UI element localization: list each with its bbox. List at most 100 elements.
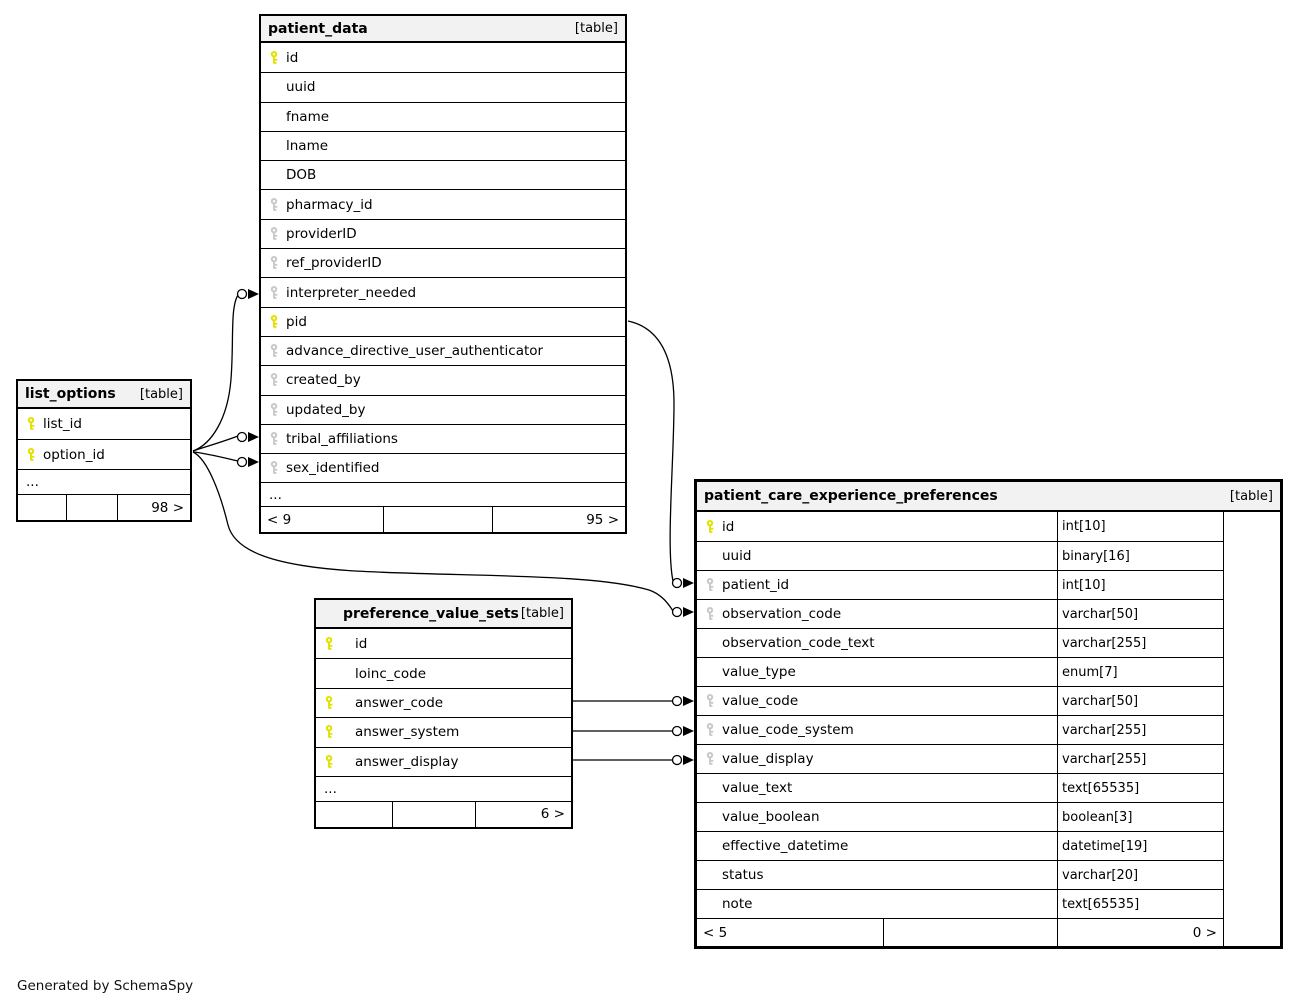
zero-or-one-circle [236, 288, 248, 300]
no-key-spacer [705, 839, 716, 853]
column-name: answer_display [355, 753, 459, 770]
column-row-providerID: providerID [261, 218, 625, 248]
column-type: enum[7] [1057, 658, 1223, 686]
column-row-option_id: option_id [18, 439, 190, 469]
column-name: sex_identified [286, 460, 380, 477]
zero-or-one-circle [236, 456, 248, 468]
foreign-key-icon [705, 723, 716, 737]
column-name: id [286, 49, 299, 66]
arrowhead [248, 457, 259, 467]
column-row-id: id [261, 43, 625, 72]
column-row-ref_providerID: ref_providerID [261, 248, 625, 277]
table-type-tag: [table] [139, 386, 183, 402]
column-name: value_type [722, 664, 796, 680]
footer-left-count: < 5 [703, 924, 728, 941]
column-row-list_id: list_id [18, 409, 190, 439]
table-patient_care_experience_preferences: patient_care_experience_preferences[tabl… [694, 479, 1283, 949]
column-row-answer_display: answer_display [316, 746, 571, 776]
column-name: value_text [722, 780, 793, 796]
column-name: effective_datetime [722, 838, 849, 854]
table-title: preference_value_sets [343, 605, 519, 622]
column-name: tribal_affiliations [286, 431, 398, 447]
column-type: boolean[3] [1057, 803, 1223, 831]
column-row-interpreter_needed: interpreter_needed [261, 277, 625, 306]
footer-middle-cell [392, 801, 475, 827]
table-type-tag: [table] [520, 606, 564, 621]
zero-or-one-circle [671, 754, 683, 766]
column-type: varchar[20] [1057, 861, 1223, 889]
fk-edge-patient_data.pid-to-patient_care_experience_preferences.patient_id [627, 320, 694, 589]
fk-edge-list_options.option_id-to-patient_data.interpreter_needed [192, 288, 259, 452]
column-name: providerID [286, 225, 357, 242]
arrowhead [248, 432, 259, 442]
foreign-key-icon [269, 402, 280, 417]
no-key-spacer [705, 897, 716, 911]
footer-middle-cell [66, 495, 117, 520]
column-name: answer_system [355, 724, 460, 741]
column-name: fname [286, 108, 330, 125]
foreign-key-icon [705, 752, 716, 766]
footer-middle-cell [883, 919, 1057, 946]
column-name: interpreter_needed [286, 284, 417, 301]
primary-key-icon [324, 636, 335, 651]
table-title: list_options [25, 386, 116, 402]
column-row-id: id [316, 629, 571, 658]
column-name: id [355, 635, 368, 652]
column-name: value_code_system [722, 722, 854, 738]
column-name: updated_by [286, 401, 366, 418]
fk-edge-list_options.option_id-to-patient_data.tribal_affiliations [192, 431, 259, 452]
column-row-loinc_code: loinc_code [316, 658, 571, 687]
column-row-answer_system: answer_system [316, 717, 571, 746]
column-name: ref_providerID [286, 255, 382, 272]
column-row-sex_identified: sex_identified [261, 453, 625, 482]
zero-or-one-circle [671, 577, 683, 589]
column-row-pid: pid [261, 306, 625, 336]
no-key-spacer [269, 110, 280, 124]
footer-right-count: 98 > [117, 495, 190, 520]
columns-ellipsis-row: ... [316, 775, 571, 801]
arrowhead [683, 696, 694, 706]
column-name: status [722, 867, 764, 883]
foreign-key-icon [269, 285, 280, 300]
table-header-patient_data[interactable]: patient_data[table] [261, 16, 625, 43]
fk-edge-preference_value_sets.answer_display-to-patient_care_experience_preferences.value_display [573, 754, 694, 766]
column-row-status: status varchar[20] [697, 860, 1223, 889]
foreign-key-icon [269, 197, 280, 212]
column-name: observation_code_text [722, 635, 875, 651]
table-type-tag: [table] [1229, 488, 1273, 504]
column-name: pid [286, 313, 307, 330]
columns-ellipsis-row: ... [261, 482, 625, 506]
column-name: answer_code [355, 694, 444, 711]
column-row-updated_by: updated_by [261, 394, 625, 424]
table-header-list_options[interactable]: list_options [table] [18, 381, 190, 409]
column-name: patient_id [722, 577, 790, 593]
no-key-spacer [705, 781, 716, 795]
column-type: datetime[19] [1057, 832, 1223, 860]
columns-ellipsis-row: ... [18, 469, 190, 494]
zero-or-one-circle [671, 725, 683, 737]
zero-or-one-circle [671, 606, 683, 618]
foreign-key-icon [705, 607, 716, 621]
table-type-tag: [table] [574, 21, 618, 36]
arrowhead [683, 578, 694, 588]
column-row-uuid: uuid [261, 72, 625, 101]
column-row-answer_code: answer_code [316, 687, 571, 717]
no-key-spacer [705, 636, 716, 650]
zero-or-one-circle [236, 431, 248, 443]
table-header-preference_value_sets[interactable]: preference_value_sets[table] [316, 600, 571, 629]
column-row-created_by: created_by [261, 365, 625, 394]
table-header-patient_care_experience_preferences[interactable]: patient_care_experience_preferences[tabl… [697, 482, 1280, 512]
column-row-advance_directive_user_authenticator: advance_directive_user_authenticator [261, 335, 625, 365]
fk-edge-preference_value_sets.answer_system-to-patient_care_experience_preferences.value_code_system [573, 725, 694, 737]
no-key-spacer [705, 810, 716, 824]
no-key-spacer [324, 667, 335, 681]
primary-key-icon [324, 725, 335, 739]
arrowhead [683, 607, 694, 617]
